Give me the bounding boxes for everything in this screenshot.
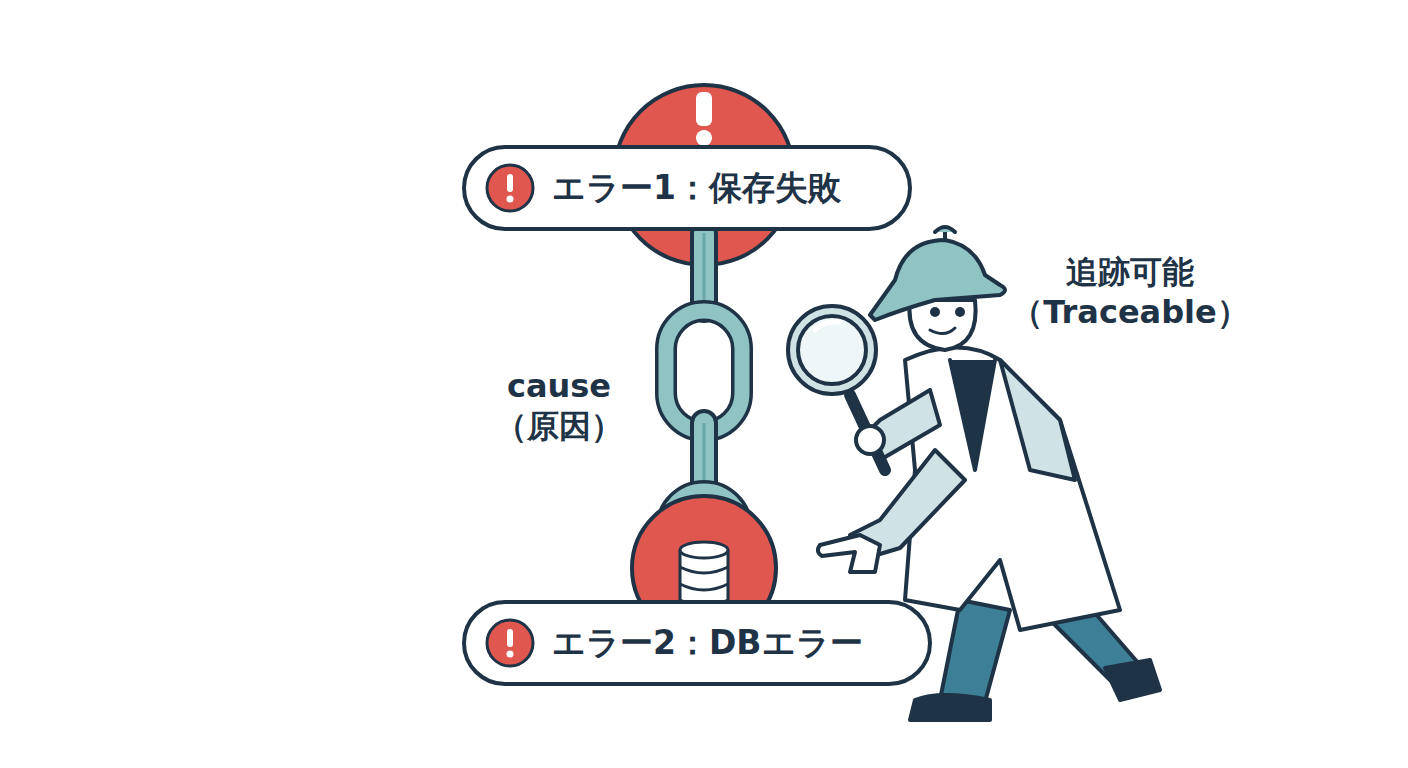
error-text: エラー1：保存失敗: [552, 166, 841, 211]
alert-icon-dot: [507, 651, 514, 658]
alert-icon-bar: [507, 174, 513, 192]
alert-icon: [484, 617, 536, 669]
alert-icon: [484, 162, 536, 214]
error-pill: エラー2：DBエラー: [462, 600, 932, 686]
error-text: エラー2：DBエラー: [552, 621, 863, 666]
alert-mark: [696, 130, 712, 146]
alert-icon-disc: [487, 620, 533, 666]
alert-mark: [696, 92, 712, 126]
alert-icon-disc: [487, 165, 533, 211]
alert-icon-bar: [507, 629, 513, 647]
error-pill: エラー1：保存失敗: [462, 145, 912, 231]
alert-icon-dot: [507, 196, 514, 203]
note-label: 追跡可能 （Traceable）: [1010, 252, 1250, 332]
chain-link-shade: [703, 233, 706, 309]
database-icon: [680, 542, 728, 606]
edge-label: cause （原因）: [484, 366, 634, 446]
